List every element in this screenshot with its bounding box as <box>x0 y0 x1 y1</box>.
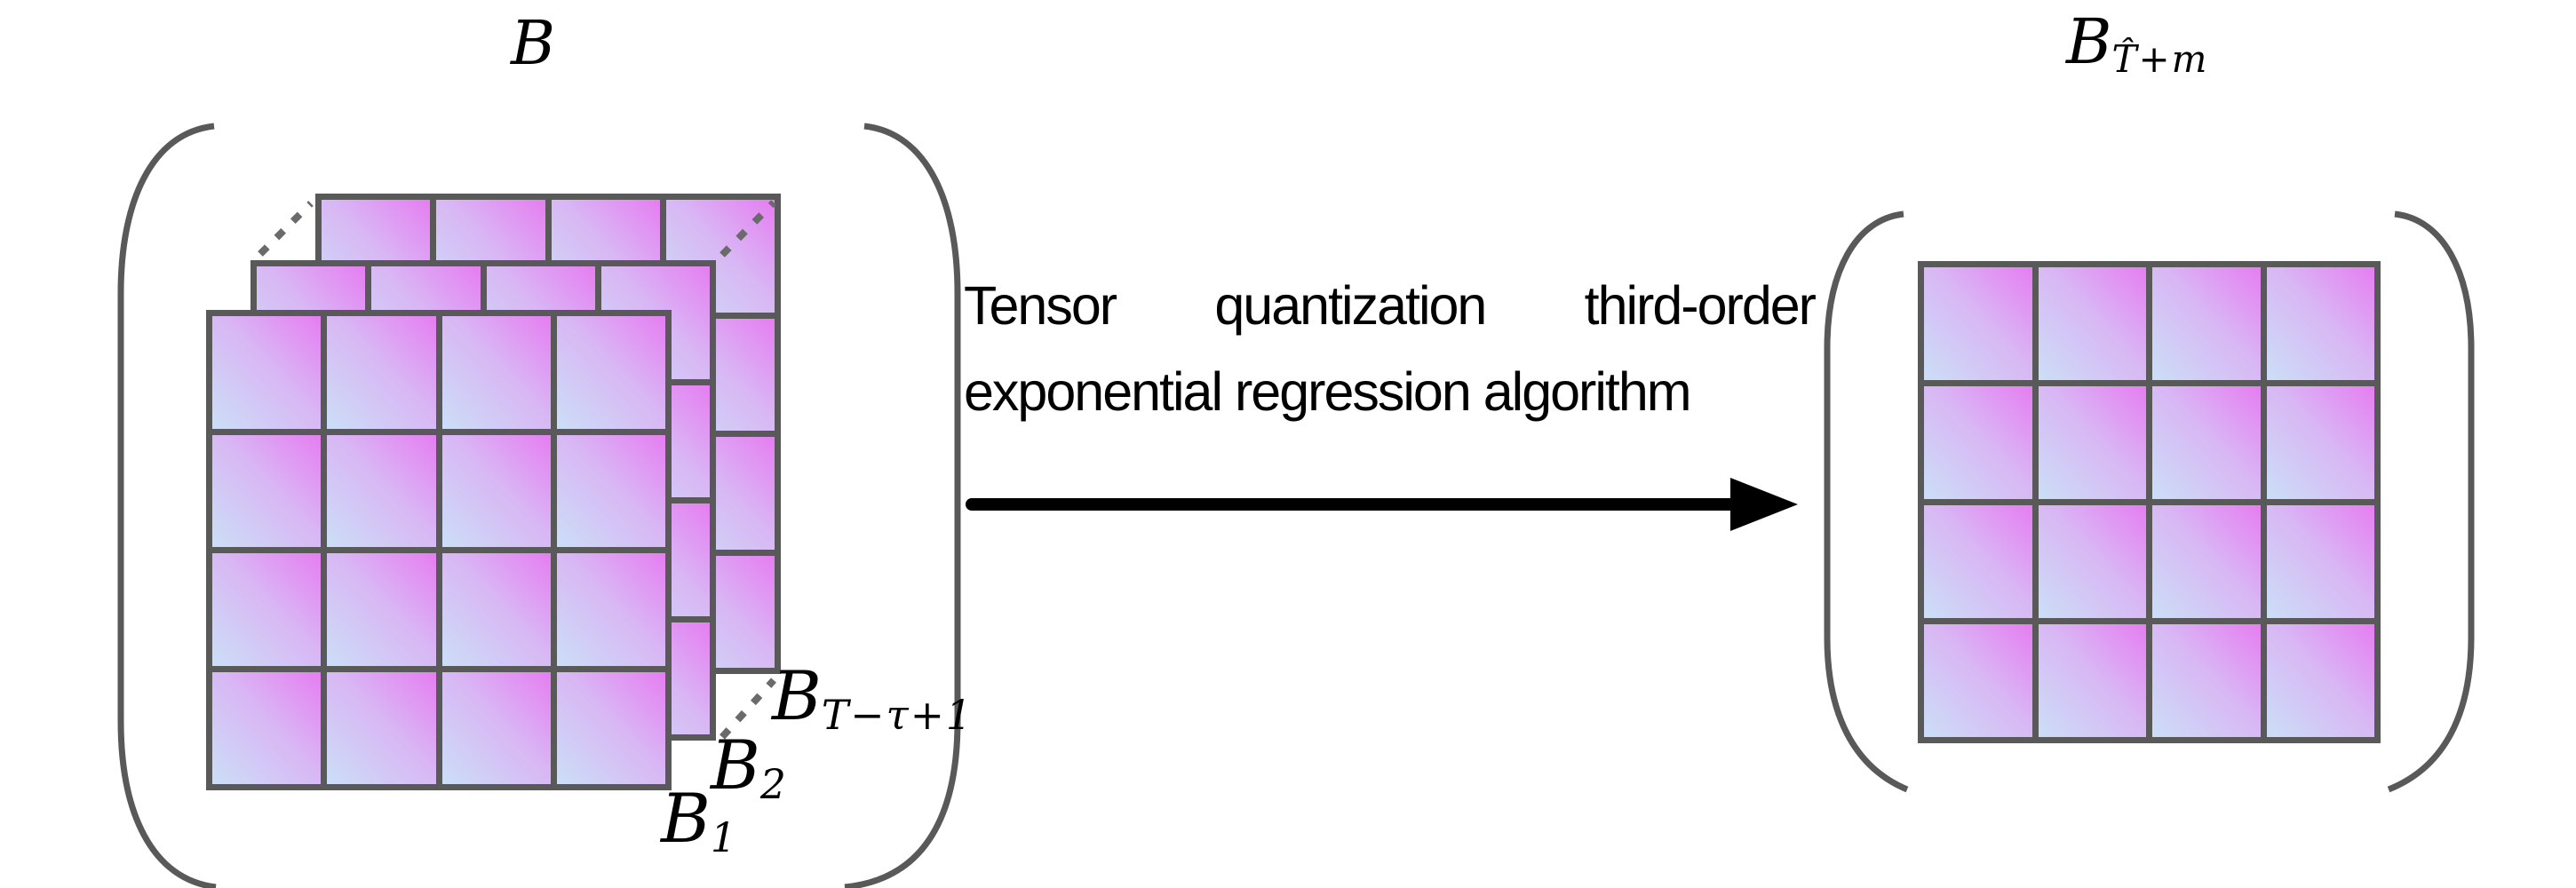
layer-label-b2: B2 <box>711 732 788 805</box>
result-title-base: B <box>2066 5 2112 78</box>
tensor-cell <box>327 316 436 429</box>
layer-label-b1-base: B <box>661 779 711 858</box>
tensor-cell <box>212 671 322 784</box>
tensor-cell <box>2152 267 2261 380</box>
tensor-cell <box>556 316 665 429</box>
right-bracket-open <box>1824 210 1909 793</box>
layer-label-b1-subscript: 1 <box>710 813 738 861</box>
tensor-cell <box>2038 624 2146 737</box>
left-bracket-close <box>844 123 961 888</box>
process-caption-line1: Tensor quantization third-order <box>964 275 1817 336</box>
tensor-cell <box>441 316 551 429</box>
tensor-cell <box>556 553 665 666</box>
tensor-cell <box>2038 386 2146 499</box>
tensor-cell <box>1924 624 2032 737</box>
tensor-cell <box>2266 267 2374 380</box>
layer-label-b1: B1 <box>661 785 738 859</box>
tensor-cell <box>2152 505 2261 618</box>
tensor-cell <box>2266 505 2374 618</box>
tensor-cell <box>441 434 551 547</box>
layer-label-bt-subscript: T−τ+1 <box>821 691 974 739</box>
layer-label-b2-subscript: 2 <box>759 760 788 808</box>
tensor-cell <box>441 671 551 784</box>
process-caption-line2: exponential regression algorithm <box>964 361 1692 422</box>
tensor-cell <box>212 316 322 429</box>
tensor-cell <box>327 553 436 666</box>
result-title: BT̂+m <box>2066 11 2208 78</box>
tensor-cell <box>441 553 551 666</box>
tensor-cell <box>212 553 322 666</box>
process-arrow-head <box>1730 478 1798 531</box>
result-title-subscript: T̂+m <box>2111 37 2209 82</box>
left-bracket-open <box>117 123 217 888</box>
tensor-cell <box>327 671 436 784</box>
tensor-cell <box>1924 505 2032 618</box>
tensor-cell <box>2266 386 2374 499</box>
tensor-cell <box>1924 267 2032 380</box>
tensor-cell <box>2266 624 2374 737</box>
tensor-layer-front <box>206 310 672 790</box>
tensor-title: B <box>511 9 555 79</box>
tensor-cell <box>2152 386 2261 499</box>
layer-label-bt: BT−τ+1 <box>772 662 974 736</box>
tensor-cell <box>2152 624 2261 737</box>
tensor-cell <box>1924 386 2032 499</box>
tensor-cell <box>556 434 665 547</box>
tensor-cell <box>212 434 322 547</box>
process-caption: Tensor quantization third-order exponent… <box>964 263 1817 435</box>
layer-label-bt-base: B <box>772 656 822 735</box>
tensor-cell <box>556 671 665 784</box>
ellipsis-dots-top-left <box>258 201 314 257</box>
right-bracket-close <box>2387 210 2475 793</box>
tensor-cell <box>2038 267 2146 380</box>
result-matrix <box>1918 261 2381 743</box>
tensor-cell <box>2038 505 2146 618</box>
tensor-cell <box>327 434 436 547</box>
layer-label-b2-base: B <box>711 725 760 805</box>
